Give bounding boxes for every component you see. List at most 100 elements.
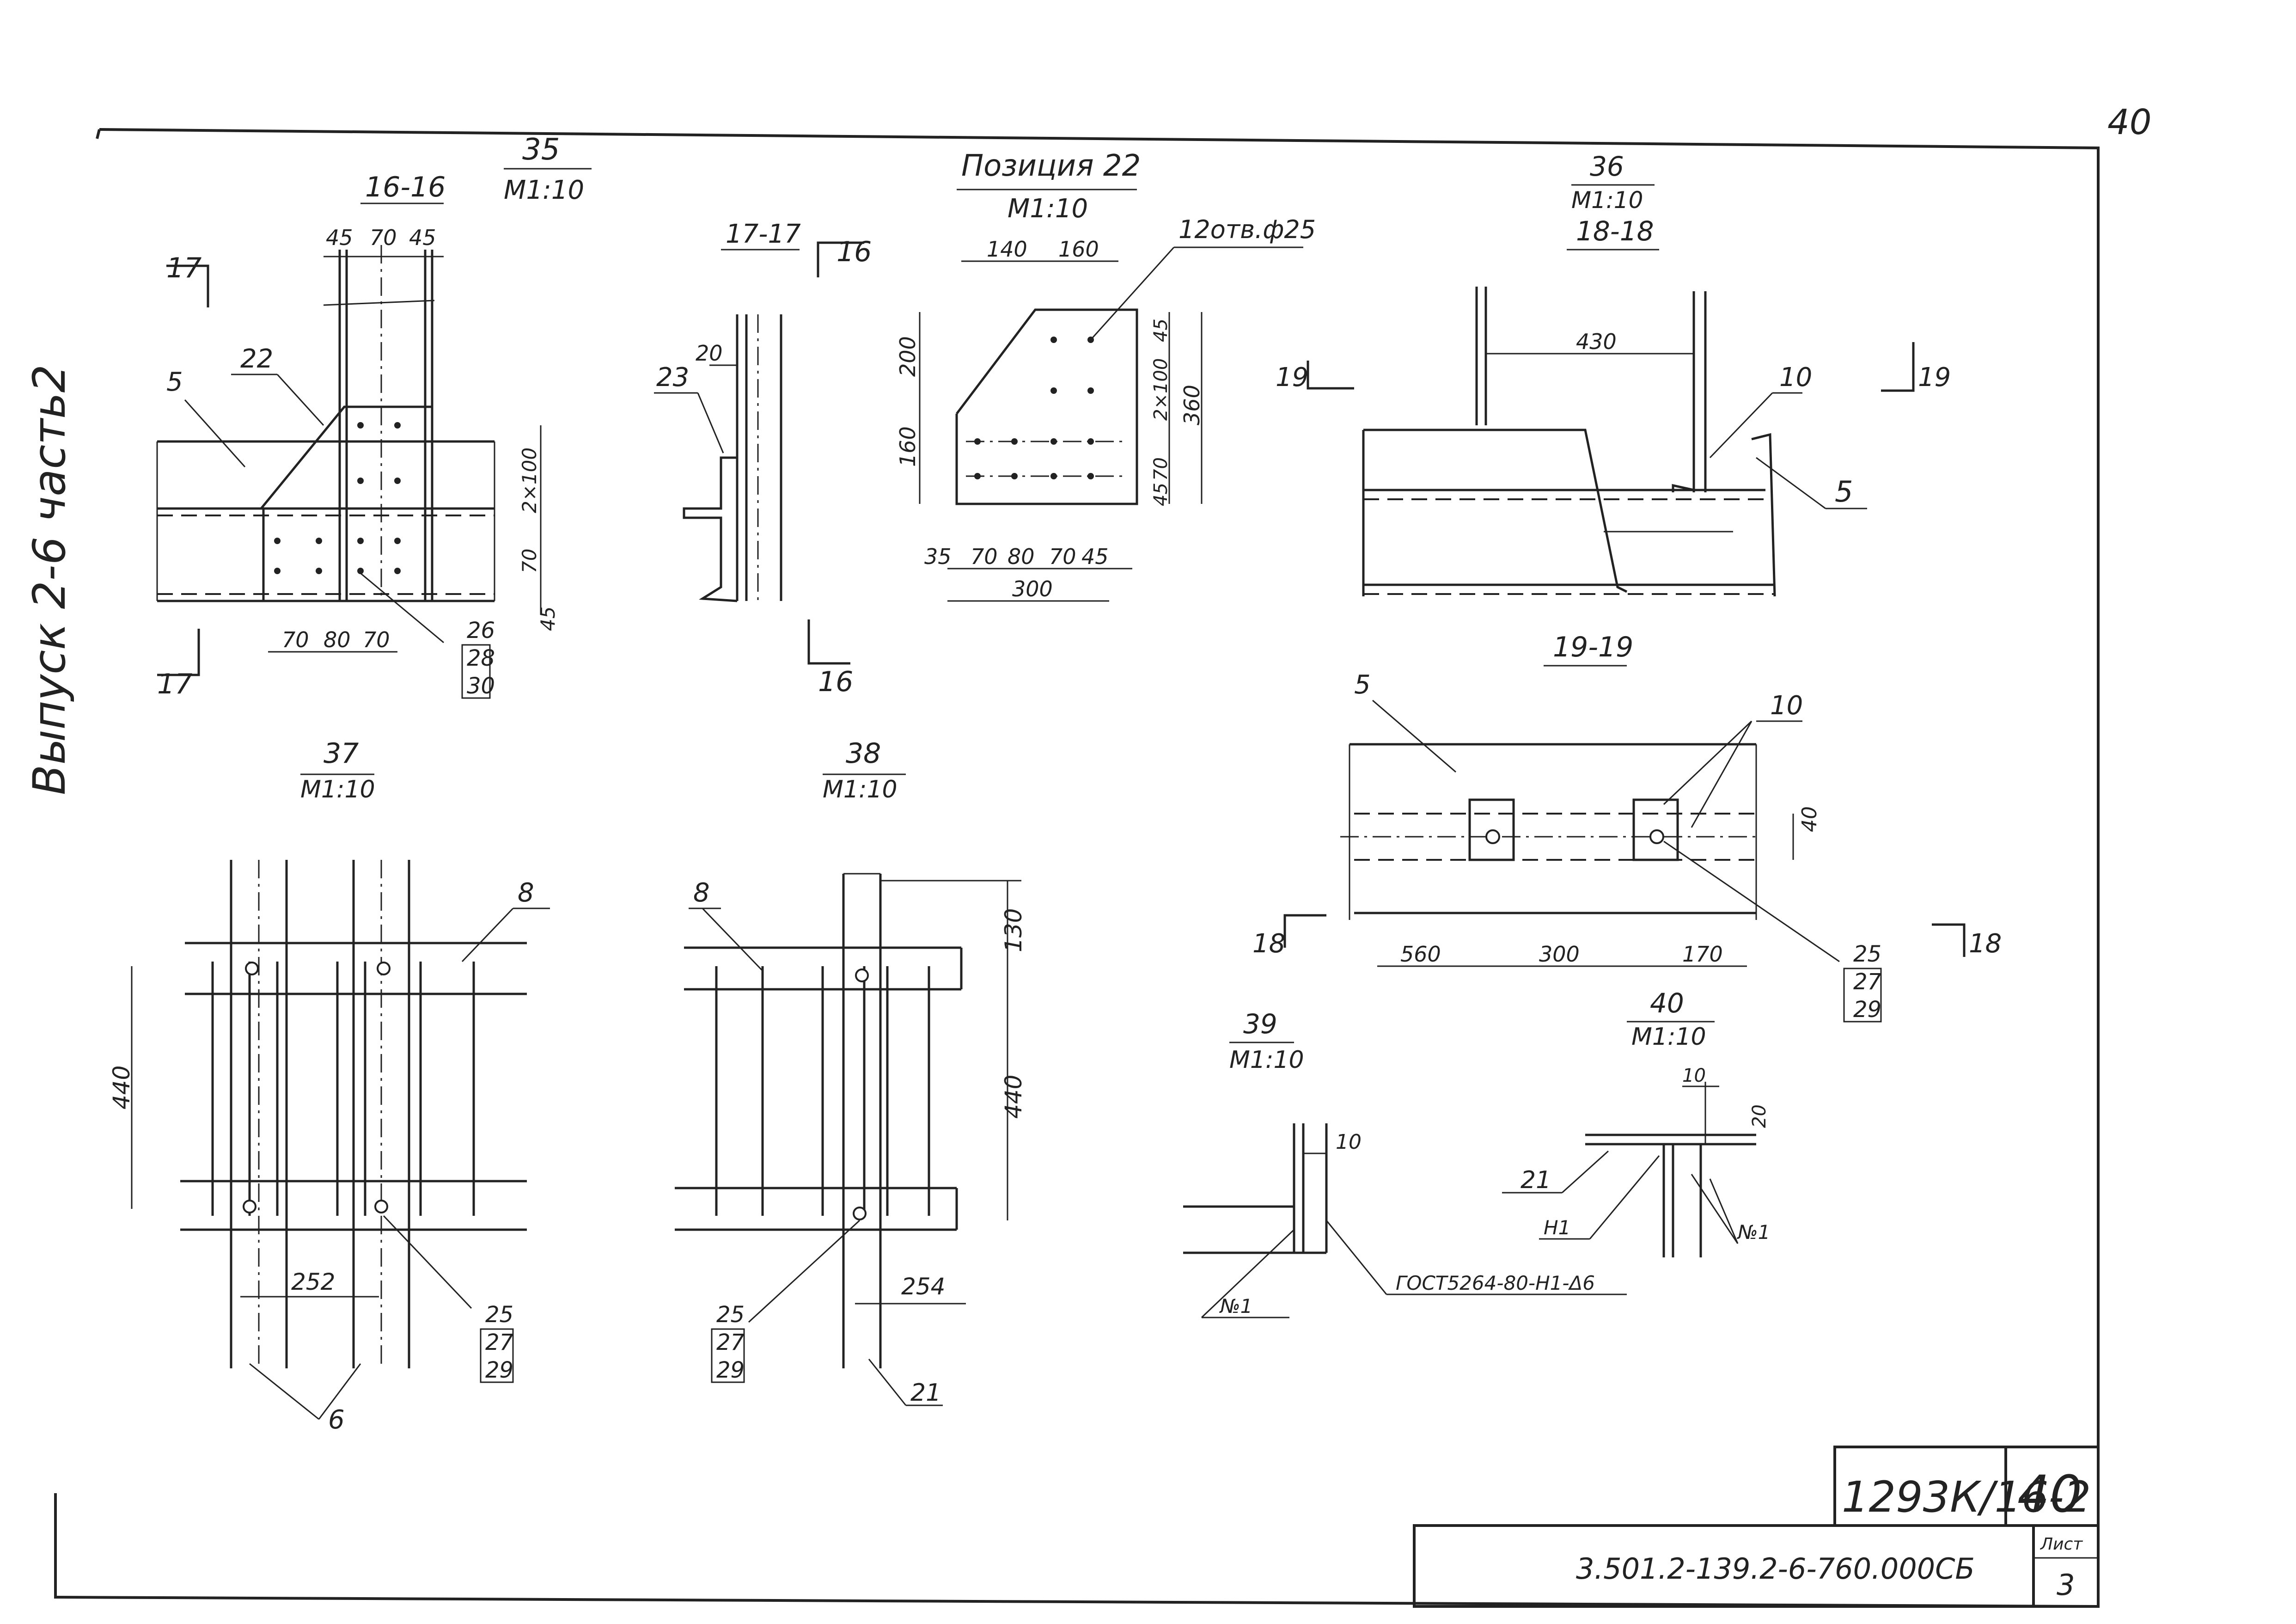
view-1919-dim-40: 40 [1798, 806, 1821, 832]
view-36: 36 М1:10 18-18 430 10 5 19 19 [1276, 151, 1951, 597]
view-1919-dim-560: 560 [1400, 942, 1441, 967]
view-35-cut-top: 17 [166, 252, 202, 284]
view-39-dim-10: 10 [1336, 1130, 1362, 1154]
view-1919-part-29: 29 [1853, 997, 1881, 1023]
page-number: 40 [2107, 102, 2151, 142]
view-38-part-29: 29 [716, 1357, 745, 1383]
pos22-dim-bottom-4: 70 [1049, 544, 1076, 569]
pos22-holes: 12отв.ф25 [1179, 215, 1316, 244]
view-35-dim-bottom-2: 80 [324, 627, 351, 652]
view-35-dim-bottom-3: 70 [363, 627, 390, 652]
view-1717-part-23: 23 [656, 362, 689, 392]
pos22-dim-right-5: 45 [1150, 483, 1172, 506]
view-36-dim-430: 430 [1576, 329, 1617, 354]
view-35-dim-top-1: 45 [326, 225, 353, 250]
view-40-callout-21: 21 [1520, 1166, 1551, 1194]
pos22-dim-right-4: 70 [1150, 457, 1172, 481]
view-37-part-29: 29 [485, 1357, 513, 1383]
view-35-bolts [274, 422, 401, 574]
view-38-dim-254: 254 [901, 1273, 945, 1300]
pos22-dim-bottom-5: 45 [1081, 544, 1109, 569]
view-38-dim-130: 130 [1000, 908, 1027, 952]
view-35-dim-right-1: 2×100 [518, 447, 541, 513]
view-40-scale: М1:10 [1631, 1023, 1706, 1051]
pos22-dim-right-3: 360 [1179, 385, 1204, 425]
view-40-callout-n1: Н1 [1544, 1216, 1570, 1239]
view-36-callout-5: 5 [1835, 475, 1853, 509]
view-35-part-30: 30 [467, 673, 495, 699]
view-35-callout-22: 22 [240, 344, 273, 374]
view-35-part-26: 26 [467, 618, 495, 643]
view-39-scale: М1:10 [1229, 1046, 1304, 1074]
view-39-number: 39 [1243, 1008, 1277, 1040]
view-19-19: 19-19 5 10 40 560 300 170 25 27 29 18 18 [1252, 631, 2002, 1023]
view-39: 39 М1:10 10 №1 ГОСТ5264-80-Н1-Δ6 [1183, 1008, 1627, 1318]
pos22-dim-right-1: 45 [1150, 319, 1172, 342]
view-40-dim-20: 20 [1749, 1104, 1770, 1128]
stamp-sheet: 40 [2017, 1465, 2082, 1524]
view-40-number: 40 [1650, 987, 1684, 1019]
view-1717-cut-bottom: 16 [818, 666, 853, 698]
side-label: Выпуск 2-6 часть2 [24, 364, 75, 795]
view-36-number: 36 [1590, 151, 1624, 182]
view-35-section: 16-16 [365, 171, 446, 203]
pos22-title: Позиция 22 [961, 149, 1141, 183]
view-35-dim-right-2: 70 [518, 549, 541, 573]
view-38-callout-8: 8 [693, 878, 710, 908]
view-35-dim-top-2: 70 [370, 225, 397, 250]
view-38-scale: М1:10 [823, 776, 898, 803]
pos22-holes-grid [974, 337, 1094, 479]
view-36-cut-right: 19 [1918, 362, 1951, 392]
stamp-code: 1293К/16-2 [1842, 1472, 2091, 1522]
view-37-callout-8: 8 [518, 878, 534, 908]
pos22-dim-right-2: 2×100 [1150, 358, 1172, 421]
view-1919-cut-right: 18 [1969, 929, 2002, 959]
pos22-dim-left-1: 200 [895, 336, 920, 377]
pos22-dim-total: 300 [1012, 576, 1053, 601]
pos22-dim-left-2: 160 [895, 426, 920, 467]
view-37-callout-6: 6 [328, 1405, 345, 1435]
title-block [1413, 1446, 2100, 1608]
view-1919-part-27: 27 [1853, 969, 1882, 995]
view-35-callout-5: 5 [166, 367, 183, 397]
view-1919-dim-170: 170 [1682, 942, 1723, 967]
view-pos22: Позиция 22 М1:10 12отв.ф25 140 160 200 1… [895, 149, 1316, 602]
view-40-dim-10: 10 [1682, 1065, 1706, 1086]
view-35-part-28: 28 [467, 645, 495, 671]
view-17-17: 17-17 20 23 16 16 [654, 219, 872, 698]
view-35-scale: М1:10 [504, 175, 584, 205]
pos22-dim-bottom-3: 80 [1008, 544, 1035, 569]
pos22-dim-bottom-1: 35 [924, 544, 952, 569]
view-37-scale: М1:10 [300, 776, 375, 803]
view-37-rods [211, 962, 475, 1216]
view-1919-callout-5: 5 [1354, 670, 1371, 700]
view-35-dim-bottom-1: 70 [282, 627, 309, 652]
sheet-frame [54, 128, 2100, 1608]
view-35-dim-right-3: 45 [537, 607, 559, 631]
view-40: 40 М1:10 10 20 21 Н1 №1 [1502, 987, 1770, 1257]
view-39-weld: №1 [1219, 1295, 1252, 1318]
view-37-part-27: 27 [485, 1330, 514, 1355]
view-36-section: 18-18 [1576, 215, 1654, 247]
view-37: 37 М1:10 440 252 8 25 [108, 737, 550, 1435]
view-35-dim-top-3: 45 [409, 225, 436, 250]
view-1717-dim-20: 20 [696, 341, 723, 366]
view-37-dim-252: 252 [291, 1269, 335, 1295]
list-number: 3 [2057, 1568, 2075, 1602]
view-1717-cut-top: 16 [837, 236, 872, 268]
view-1919-callout-10: 10 [1770, 691, 1803, 721]
view-36-callout-10: 10 [1779, 362, 1812, 392]
view-35: 35 М1:10 16-16 45 [156, 133, 592, 700]
view-1919-part-25: 25 [1853, 941, 1881, 967]
view-38-rods [715, 966, 930, 1216]
pos22-dim-top-2: 160 [1058, 237, 1099, 262]
view-38-number: 38 [846, 737, 881, 770]
view-35-cut-bottom: 17 [157, 668, 192, 700]
view-1919-dim-300: 300 [1539, 942, 1580, 967]
view-39-gost: ГОСТ5264-80-Н1-Δ6 [1396, 1272, 1595, 1294]
view-40-callout-weld: №1 [1737, 1221, 1770, 1244]
view-38-part-27: 27 [716, 1330, 745, 1355]
view-37-part-25: 25 [485, 1302, 513, 1328]
view-36-scale: М1:10 [1571, 187, 1643, 214]
